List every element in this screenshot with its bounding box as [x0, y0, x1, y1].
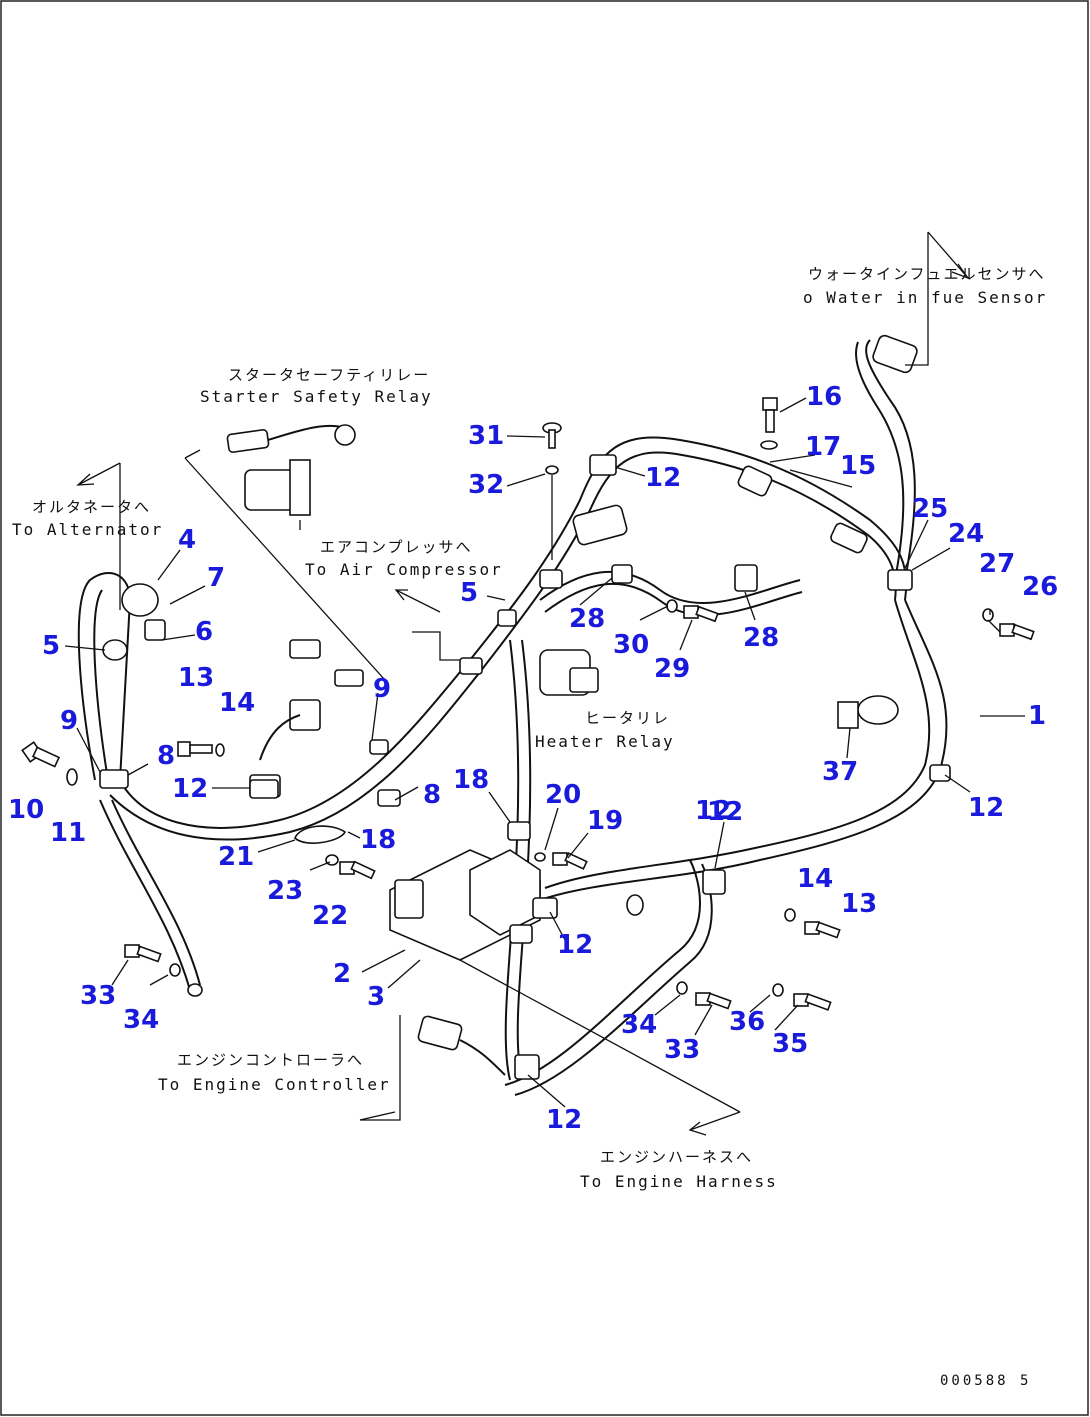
leader-lines [64, 397, 1025, 1108]
part-number: 19 [587, 806, 623, 836]
part-number: 11 [50, 818, 86, 848]
part-number: 22 [312, 901, 348, 931]
starter-safety-relay-label-jp: スタータセーフティリレー [228, 366, 430, 384]
part-number: 1 [1028, 701, 1046, 731]
part-number: 8 [157, 741, 175, 771]
part-number: 7 [207, 563, 225, 593]
part-number: 16 [806, 382, 842, 412]
heater-relay-label-jp: ヒータリレ [585, 709, 670, 727]
part-number: 18 [453, 765, 489, 795]
alternator-label-jp: オルタネータへ [32, 498, 151, 516]
part-number: 13 [178, 663, 214, 693]
part-number: 27 [979, 549, 1015, 579]
engine-controller-label-en: To Engine Controller [158, 1075, 391, 1094]
part-number: 12 [557, 930, 593, 960]
part-number: 33 [664, 1035, 700, 1065]
part-number: 32 [468, 470, 504, 500]
part-number: 10 [8, 795, 44, 825]
part-number: 14 [797, 864, 833, 894]
part-number: 37 [822, 757, 858, 787]
part-number: 31 [468, 421, 504, 451]
water-in-fuel-sensor-label-jp: ウォータインフュエルセンサへ [808, 265, 1046, 283]
part-number: 15 [840, 451, 876, 481]
part-number: 4 [178, 525, 196, 555]
part-number-labels: 1 2 3 4 5 5 6 7 8 8 9 9 10 11 12 12 12 1… [8, 382, 1058, 1135]
part-number: 20 [545, 780, 581, 810]
engine-controller-label-jp: エンジンコントローラへ [177, 1051, 364, 1069]
part-number: 9 [60, 706, 78, 736]
part-number: 29 [654, 654, 690, 684]
part-number: 33 [80, 981, 116, 1011]
part-number: 23 [267, 876, 303, 906]
part-number: 9 [373, 674, 391, 704]
engine-harness-label-en: To Engine Harness [580, 1172, 778, 1191]
part-number: 12 [695, 796, 731, 826]
water-in-fuel-sensor-label-en: o Water in fue Sensor [803, 288, 1047, 307]
part-number: 12 [172, 774, 208, 804]
part-number: 12 [707, 797, 743, 827]
part-number: 18 [360, 825, 396, 855]
part-number: 30 [613, 630, 649, 660]
part-number: 24 [948, 519, 984, 549]
part-number: 3 [367, 982, 385, 1012]
part-number: 6 [195, 617, 213, 647]
part-number: 17 [805, 432, 841, 462]
part-number: 14 [219, 688, 255, 718]
part-number: 5 [460, 578, 478, 608]
air-compressor-label-jp: エアコンプレッサへ [320, 538, 473, 556]
heater-relay-label-en: Heater Relay [535, 732, 675, 751]
part-number: 34 [621, 1010, 657, 1040]
part-number: 34 [123, 1005, 159, 1035]
clamps [99, 454, 951, 1080]
part-number: 2 [333, 959, 351, 989]
part-number: 36 [729, 1007, 765, 1037]
components [102, 334, 918, 1076]
harness-wires [77, 339, 948, 1096]
part-number: 25 [912, 494, 948, 524]
part-number: 13 [841, 889, 877, 919]
part-number: 28 [743, 623, 779, 653]
part-number: 35 [772, 1029, 808, 1059]
part-number: 28 [569, 604, 605, 634]
part-number: 8 [423, 780, 441, 810]
part-number: 12 [968, 793, 1004, 823]
alternator-label-en: To Alternator [12, 520, 163, 539]
starter-safety-relay-label-en: Starter Safety Relay [200, 387, 433, 406]
callout-texts: ウォータインフュエルセンサへ o Water in fue Sensor スター… [12, 265, 1047, 1389]
engine-harness-label-jp: エンジンハーネスへ [600, 1148, 753, 1166]
part-number: 21 [218, 842, 254, 872]
part-number: 12 [546, 1105, 582, 1135]
drawing-reference-code: 000588 5 [940, 1373, 1031, 1389]
direction-arrows [76, 231, 970, 1136]
part-number: 5 [42, 631, 60, 661]
air-compressor-label-en: To Air Compressor [305, 560, 503, 579]
part-number: 12 [645, 463, 681, 493]
part-number: 26 [1022, 572, 1058, 602]
